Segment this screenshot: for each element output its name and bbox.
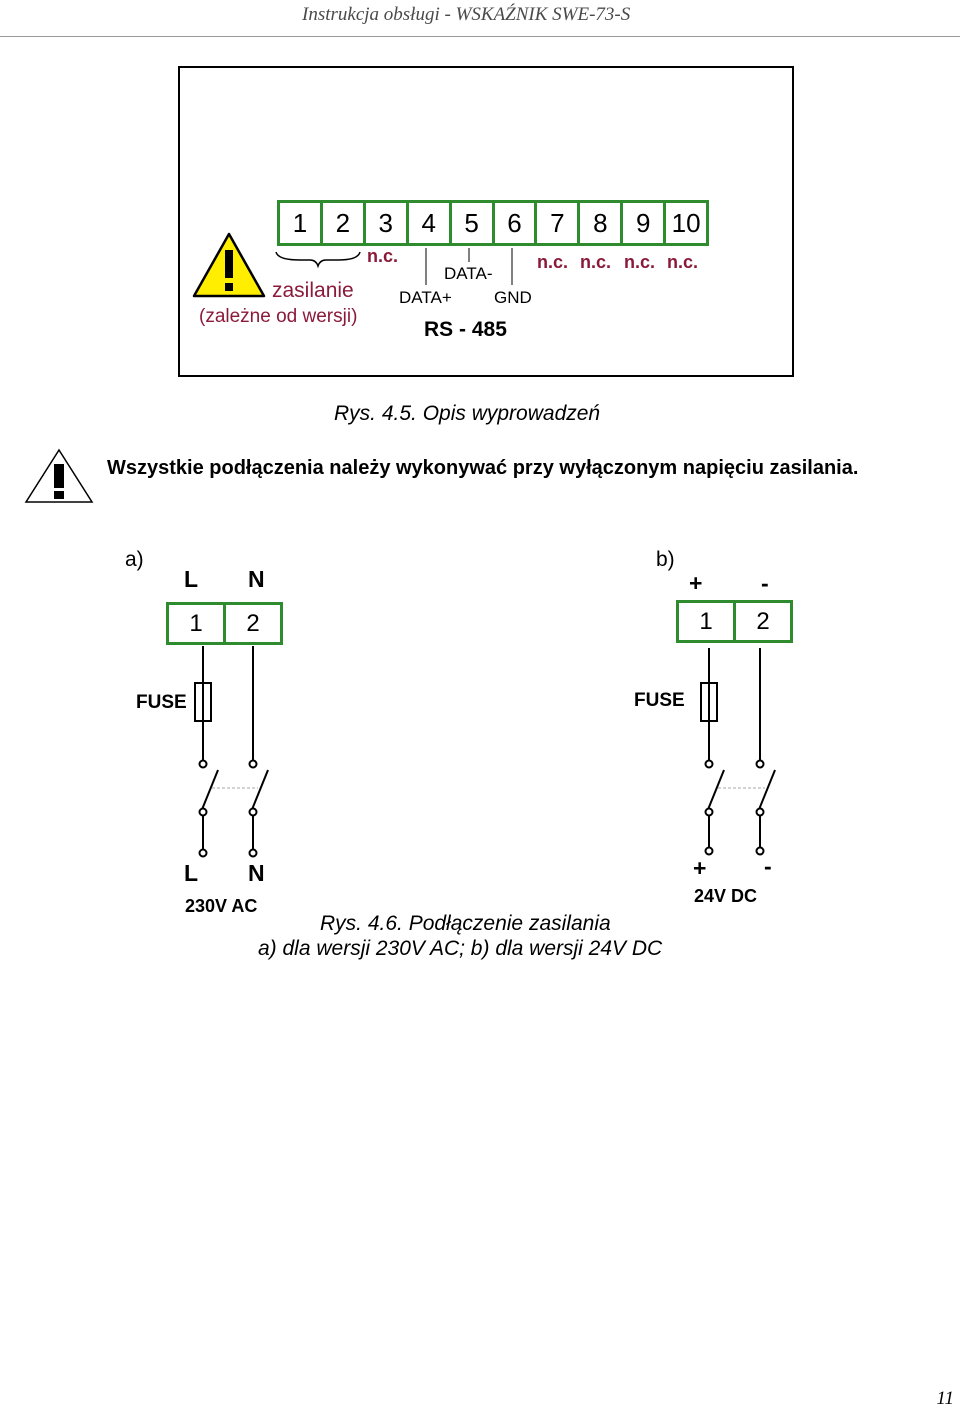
terminal-4: 4 [409,203,452,243]
label-a-bottom-L: L [184,860,199,886]
supply-brace [275,251,361,269]
label-data-plus: DATA+ [399,288,452,307]
label-b-top-plus: + [689,570,703,596]
label-rs485: RS - 485 [424,318,507,341]
terminal-a-1: 1 [169,605,226,642]
label-nc-8: n.c. [580,252,612,272]
figure-4-5-frame [178,66,794,377]
label-data-minus: DATA- [444,264,493,283]
terminal-7: 7 [537,203,581,243]
terminal-10: 10 [671,207,701,238]
label-a-voltage: 230V AC [185,896,258,916]
label-nc-10: n.c. [667,252,699,272]
figure-4-6-caption-line2: a) dla wersji 230V AC; b) dla wersji 24V… [258,937,663,960]
label-b-voltage: 24V DC [694,886,758,906]
terminal-strip-b: 1 2 [676,600,793,643]
label-nc-3: n.c. [367,246,399,266]
label-supply: zasilanie [272,279,354,302]
terminal-b-1: 1 [679,603,736,640]
terminal-1: 1 [280,203,323,243]
label-a-bottom-N: N [248,860,265,886]
figure-4-6-caption-line1: Rys. 4.6. Podłączenie zasilania [320,912,611,935]
circuit-b [700,648,776,856]
label-b-fuse: FUSE [634,690,685,711]
label-b-bottom-minus: - [764,853,772,879]
safety-warning-text: Wszystkie podłączenia należy wykonywać p… [107,457,859,479]
label-supply-note: (zależne od wersji) [199,306,358,327]
label-nc-7: n.c. [537,252,569,272]
terminal-6: 6 [495,203,538,243]
page-number: 11 [936,1388,954,1409]
terminal-9: 9 [623,203,667,243]
label-b: b) [656,548,675,571]
terminal-a-2: 2 [246,609,260,637]
terminal-strip-a: 1 2 [166,602,283,645]
circuit-a [194,646,269,858]
label-nc-9: n.c. [624,252,656,272]
figure-4-5-caption: Rys. 4.5. Opis wyprowadzeń [334,402,601,425]
label-a-top-L: L [184,566,199,592]
terminal-3: 3 [366,203,409,243]
caution-triangle-icon [24,448,94,503]
label-gnd: GND [494,288,532,307]
document-title: Instrukcja obsługi - WSKAŹNIK SWE-73-S [302,4,631,25]
warning-triangle-icon [192,232,266,298]
page-header: Instrukcja obsługi - WSKAŹNIK SWE-73-S [0,0,960,37]
terminal-5: 5 [452,203,495,243]
label-a-fuse: FUSE [136,692,187,713]
terminal-b-2: 2 [756,607,770,635]
label-b-bottom-plus: + [693,855,707,881]
label-a: a) [125,548,144,571]
label-a-top-N: N [248,566,265,592]
label-b-top-minus: - [761,570,769,596]
terminal-8: 8 [580,203,624,243]
terminal-strip-10: 1 2 3 4 5 6 7 8 9 10 [277,200,709,246]
terminal-2: 2 [323,203,366,243]
